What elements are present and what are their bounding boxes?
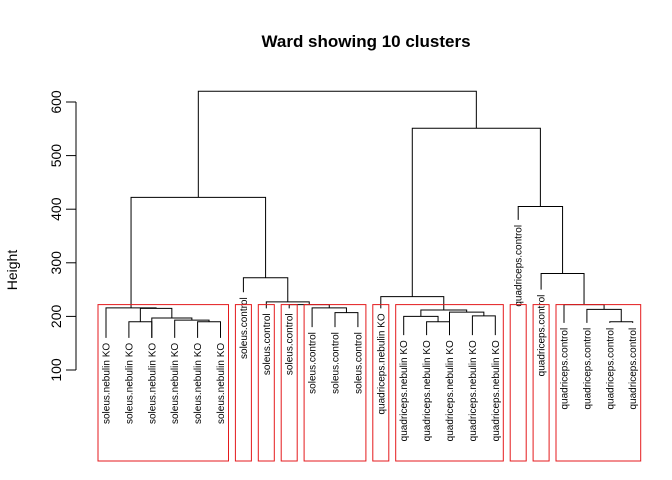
leaf-label: quadriceps.control [560,328,571,410]
leaf-label: quadriceps.control [628,328,639,410]
dendrogram-branch [197,90,477,198]
leaf-label: quadriceps.control [605,328,616,410]
cluster-box [97,304,229,462]
dendrogram-branch [128,321,153,338]
dendrogram-branch [174,319,210,338]
dendrogram-branch [265,301,310,309]
leaf-label: soleus.nebulin KO [170,343,181,424]
dendrogram-branch [139,307,173,322]
y-tick-label: 300 [48,251,64,275]
leaf-label: quadriceps.nebulin KO [445,340,456,441]
leaf-labels: soleus.nebulin KO soleus.nebulin KO soleus… [102,225,640,441]
leaf-label: quadriceps.nebulin KO [399,340,410,441]
dendrogram-branch [130,196,267,308]
cluster-box [372,304,390,462]
y-tick-label: 200 [48,305,64,329]
leaf-label: soleus.control [331,332,342,394]
y-axis: 100 200 300 400 500 600 [48,90,77,382]
leaf-label: soleus.control [285,313,296,375]
dendrogram-branch [403,315,439,336]
dendrogram-branch [105,307,157,338]
leaf-label: soleus.nebulin KO [124,343,135,424]
y-tick-label: 600 [48,90,64,114]
leaf-label: soleus.control [353,332,364,394]
dendrogram-branch [311,307,347,328]
y-tick-label: 400 [48,197,64,221]
leaf-label: quadriceps.nebulin KO [376,313,387,414]
cluster-box [395,304,504,462]
leaf-label: quadriceps.nebulin KO [468,340,479,441]
dendrogram-branch [586,308,622,323]
dendrogram-branch [380,296,445,310]
leaf-label: soleus.control [239,297,250,359]
dendrogram-branch [563,304,605,323]
dendrogram-branch [334,312,359,328]
leaf-label: quadriceps.control [582,328,593,410]
cluster-box [280,304,298,462]
leaf-label: soleus.nebulin KO [193,343,204,424]
cluster-box [303,304,367,462]
y-tick-label: 500 [48,144,64,168]
dendrogram-branch [197,321,221,338]
cluster-box [509,304,527,462]
dendrogram-branch [242,277,289,302]
leaf-label: soleus.control [308,332,319,394]
leaf-label: soleus.control [262,313,273,375]
cluster-box [234,304,252,462]
dendrogram-branch [609,321,634,323]
dendrogram-tree [105,90,634,338]
dendrogram-branch [471,315,496,336]
leaf-label: quadriceps.nebulin KO [491,340,502,441]
chart-title: Ward showing 10 clusters [261,32,470,51]
leaf-label: quadriceps.control [537,295,548,377]
y-axis-label: Height [4,250,20,291]
y-tick-label: 100 [48,358,64,382]
leaf-label: soleus.nebulin KO [147,343,158,424]
dendrogram-branch [151,317,193,338]
cluster-box [532,304,550,462]
dendrogram-branch [517,206,564,274]
dendrogram-branch [426,321,450,336]
leaf-label: quadriceps.control [514,225,525,307]
leaf-label: soleus.nebulin KO [216,343,227,424]
leaf-label: soleus.nebulin KO [102,343,113,424]
cluster-box [257,304,275,462]
dendrogram-branch [420,309,468,317]
cluster-box [555,304,642,462]
leaf-label: quadriceps.nebulin KO [422,340,433,441]
cluster-boxes [97,304,642,462]
